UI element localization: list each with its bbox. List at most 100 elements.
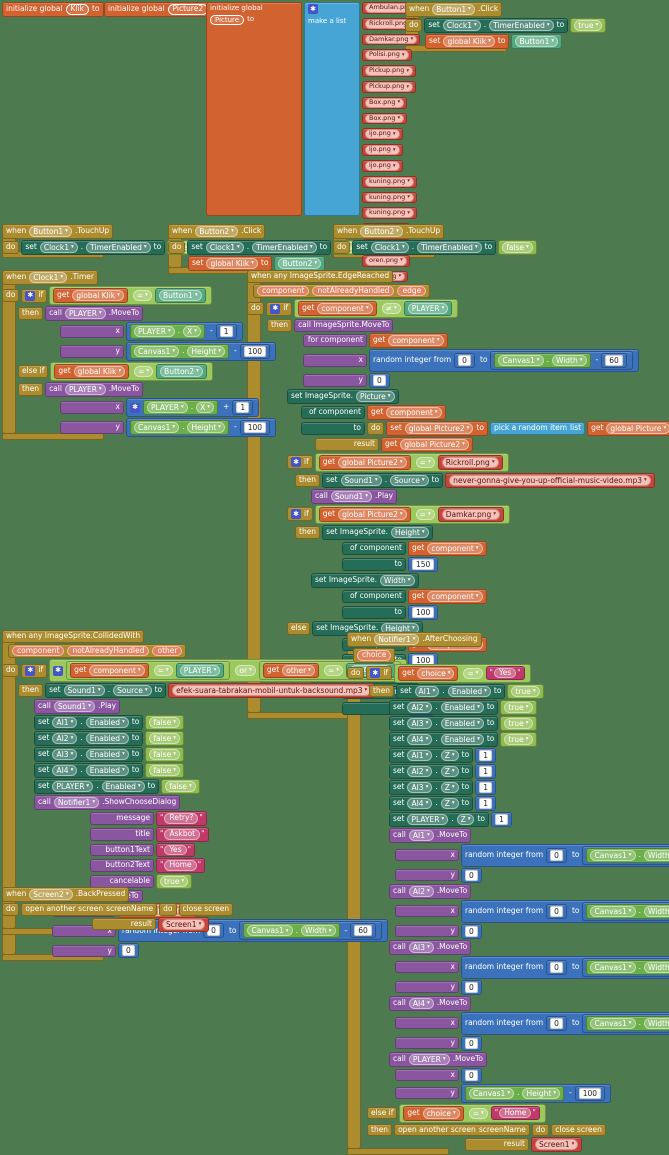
math-block[interactable]: Canvas1▾.Width▾-60 bbox=[582, 1013, 669, 1033]
set-block[interactable]: set ImageSprite.Height▾ bbox=[322, 524, 433, 540]
txt-block[interactable]: "Home" bbox=[490, 1105, 540, 1121]
dropdown[interactable]: PLAYER▾ bbox=[52, 781, 94, 793]
dropdown[interactable]: Canvas1▾ bbox=[590, 849, 636, 861]
dropdown[interactable]: AI1▾ bbox=[52, 717, 78, 729]
evt-block[interactable]: do bbox=[333, 241, 351, 254]
dropdown[interactable]: Canvas1▾ bbox=[134, 422, 180, 433]
dropdown[interactable]: Z▾ bbox=[456, 813, 475, 825]
dropdown[interactable]: true▾ bbox=[160, 875, 189, 887]
dropdown[interactable]: Width▾ bbox=[379, 574, 415, 586]
evt-block[interactable]: else if bbox=[18, 365, 49, 378]
call-block[interactable]: y bbox=[395, 1036, 459, 1050]
red-block[interactable]: Damkar.png▾ bbox=[362, 33, 421, 46]
dropdown[interactable]: Enabled▾ bbox=[447, 685, 491, 697]
evt-block[interactable]: do bbox=[367, 422, 385, 435]
string-text[interactable]: Home bbox=[499, 1107, 532, 1119]
evt-block[interactable]: do bbox=[2, 664, 20, 678]
dropdown[interactable]: Canvas1▾ bbox=[134, 346, 180, 357]
math-block[interactable]: 1 bbox=[232, 400, 254, 415]
evt-block[interactable]: result bbox=[92, 917, 156, 931]
call-block[interactable]: y bbox=[395, 924, 459, 938]
dropdown[interactable]: component▾ bbox=[388, 334, 444, 346]
math-block[interactable]: 0 bbox=[546, 903, 567, 919]
dropdown[interactable]: ijo.png▾ bbox=[365, 129, 400, 140]
getp-block[interactable]: Canvas1▾.Width▾ bbox=[586, 903, 669, 919]
dropdown[interactable]: AI2▾ bbox=[407, 765, 433, 777]
dropdown[interactable]: TimerEnabled▾ bbox=[252, 242, 317, 253]
string-block[interactable]: "Home" bbox=[160, 860, 201, 871]
math-block[interactable]: 0 bbox=[118, 943, 139, 959]
dropdown[interactable]: Sound1▾ bbox=[340, 474, 382, 486]
dropdown[interactable]: false▾ bbox=[149, 765, 180, 777]
dropdown[interactable]: PLAYER▾ bbox=[147, 402, 188, 413]
mutator-gear-icon[interactable]: ✱ bbox=[370, 668, 381, 679]
dropdown[interactable]: never-gonna-give-you-up-official-music-v… bbox=[449, 474, 651, 486]
dropdown[interactable]: Clock1▾ bbox=[370, 242, 409, 253]
txt-block[interactable]: "Yes" bbox=[156, 842, 196, 858]
event-param[interactable]: component bbox=[12, 645, 65, 657]
dropdown[interactable]: kuning.png▾ bbox=[365, 208, 415, 219]
getp-block[interactable]: Canvas1▾.Width▾ bbox=[494, 352, 591, 368]
getp-block[interactable]: Canvas1▾.Width▾ bbox=[243, 923, 340, 939]
red-block[interactable]: Box.png▾ bbox=[362, 96, 408, 109]
mutator-gear-icon[interactable]: ✱ bbox=[291, 457, 301, 468]
number-input[interactable]: 1 bbox=[479, 749, 492, 761]
set-block[interactable]: to bbox=[342, 606, 406, 619]
getr-block[interactable]: PLAYER▾ bbox=[175, 663, 225, 679]
dropdown[interactable]: Button1▾ bbox=[29, 226, 72, 237]
evt-block[interactable]: do bbox=[2, 241, 20, 254]
getp-block[interactable]: Canvas1▾.Width▾ bbox=[586, 1015, 669, 1031]
dropdown[interactable]: AI4▾ bbox=[407, 733, 433, 745]
event-param[interactable]: notAlreadyHandled bbox=[312, 285, 395, 297]
dropdown[interactable]: Source▾ bbox=[390, 474, 429, 486]
evt-block[interactable]: then bbox=[367, 1123, 393, 1137]
dropdown[interactable]: Box.png▾ bbox=[365, 113, 405, 124]
dropdown[interactable]: true▾ bbox=[574, 20, 603, 31]
logic-block[interactable]: true▾ bbox=[500, 731, 537, 747]
dropdown[interactable]: AI3▾ bbox=[52, 749, 78, 761]
dropdown[interactable]: X▾ bbox=[183, 326, 202, 337]
getp-block[interactable]: Canvas1▾.Height▾ bbox=[465, 1085, 565, 1101]
dropdown[interactable]: Width▾ bbox=[643, 961, 669, 973]
dropdown[interactable]: false▾ bbox=[149, 717, 180, 729]
evt-block[interactable]: result bbox=[315, 438, 379, 451]
logic-block[interactable]: true▾ bbox=[570, 18, 607, 33]
math-block[interactable]: Canvas1▾.Width▾-60 bbox=[582, 901, 669, 921]
number-input[interactable]: 0 bbox=[465, 925, 478, 937]
dropdown[interactable]: efek-suara-tabrakan-mobil-untuk-backsoun… bbox=[172, 685, 372, 697]
string-block[interactable]: "Yes" bbox=[160, 844, 191, 856]
evt-block[interactable]: do bbox=[159, 903, 177, 916]
number-input[interactable]: 0 bbox=[550, 961, 563, 973]
logic-block[interactable]: false▾ bbox=[145, 715, 184, 731]
math-block[interactable]: Canvas1▾.Width▾-60 bbox=[582, 845, 669, 865]
dropdown[interactable]: Notifier1▾ bbox=[53, 797, 100, 809]
evt-block[interactable]: then bbox=[295, 526, 321, 539]
call-block[interactable]: button1Text bbox=[90, 843, 154, 857]
dropdown[interactable]: Button2▾ bbox=[160, 366, 203, 377]
dropdown[interactable]: X▾ bbox=[196, 402, 215, 413]
dropdown[interactable]: AI3▾ bbox=[407, 781, 433, 793]
number-input[interactable]: 1 bbox=[479, 797, 492, 809]
dropdown[interactable]: false▾ bbox=[149, 733, 180, 745]
getr-block[interactable]: PLAYER▾ bbox=[403, 301, 453, 317]
dropdown[interactable]: other▾ bbox=[282, 665, 315, 677]
dropdown[interactable]: Z▾ bbox=[440, 749, 459, 761]
set-block[interactable]: set ImageSprite.Width▾ bbox=[311, 572, 419, 588]
